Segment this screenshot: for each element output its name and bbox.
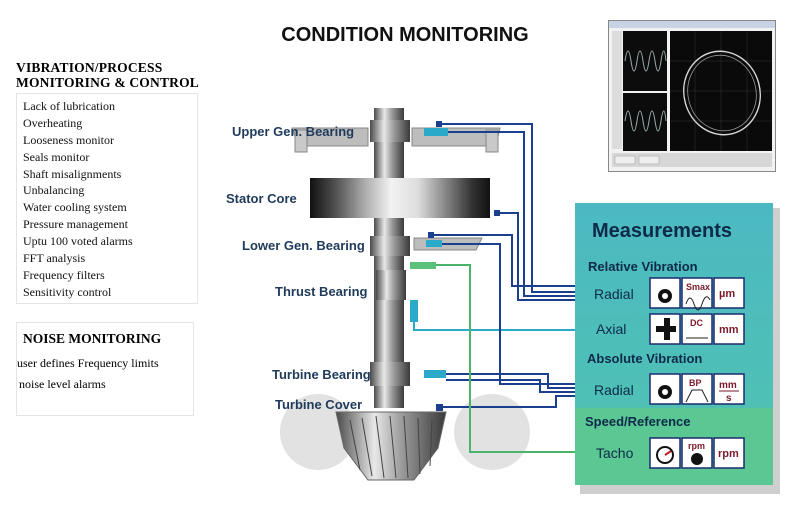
upper-bearing-housing (370, 120, 410, 142)
sensor-upper-2 (436, 121, 442, 127)
unit-mm-s-bottom: s (726, 393, 732, 404)
list-item: Frequency filters (23, 267, 105, 282)
label-turbine-bearing: Turbine Bearing (272, 367, 371, 382)
list-item: Unbalancing (23, 183, 85, 198)
sensor-lower-2 (428, 232, 434, 238)
list-item: Shaft misalignments (23, 166, 122, 181)
wire-upper-2 (448, 131, 588, 297)
label-upper-gen-bearing: Upper Gen. Bearing (232, 124, 354, 139)
dc-icon: DC (690, 318, 703, 328)
stator-core (310, 178, 490, 218)
list-item: noise level alarms (19, 377, 106, 391)
tacho-icons: rpm rpm (649, 437, 745, 469)
radial-relative-icons: Smax µm (649, 277, 745, 311)
wire-turbine-2 (446, 379, 588, 393)
measurements-title: Measurements (592, 220, 732, 242)
screen-graphic (609, 21, 775, 167)
list-item: Sensitivity control (23, 284, 112, 299)
unit-mm: mm (719, 324, 739, 336)
axial-icons: DC mm (649, 313, 745, 345)
radial-absolute-icons: BP mm s (649, 373, 745, 405)
wire-axial (413, 322, 588, 331)
wire-stator (500, 212, 588, 301)
bp-icon: BP (689, 378, 702, 388)
vibration-list: Lack of lubrication Overheating Loosenes… (17, 94, 197, 301)
vibration-heading: VIBRATION/PROCESS MONITORING & CONTROL (16, 60, 199, 90)
shaft (374, 108, 404, 408)
vibration-heading-line1: VIBRATION/PROCESS (16, 60, 163, 75)
wire-tacho (436, 264, 588, 453)
list-item: FFT analysis (23, 251, 86, 266)
tacho-sensor-icon (656, 446, 674, 464)
rpm-icon: rpm (688, 441, 705, 451)
unit-mm-s-top: mm (719, 380, 737, 391)
label-turbine-cover: Turbine Cover (275, 397, 362, 412)
thrust-bearing (376, 270, 406, 300)
list-item: Seals monitor (23, 149, 90, 164)
axial-probe-icon (656, 318, 676, 340)
wire-cover (443, 395, 588, 408)
list-item: Uptu 100 voted alarms (23, 234, 133, 249)
radial-abs-label: Radial (594, 382, 634, 398)
list-item: user defines Frequency limits (17, 356, 159, 370)
list-item: Lack of lubrication (23, 99, 115, 113)
label-stator-core: Stator Core (226, 191, 297, 206)
vibration-list-box: Lack of lubrication Overheating Loosenes… (16, 93, 198, 304)
radial-label: Radial (594, 286, 634, 302)
relative-vibration-label: Relative Vibration (588, 259, 698, 274)
sensor-stator (494, 210, 500, 216)
sensor-tacho (410, 262, 436, 269)
vibration-heading-line2: MONITORING & CONTROL (16, 75, 200, 90)
smax-icon: Smax (686, 282, 710, 292)
sensor-lower (426, 240, 442, 247)
label-thrust-bearing: Thrust Bearing (275, 284, 368, 299)
axial-label: Axial (596, 321, 626, 337)
turbine-bearing-housing (370, 362, 410, 386)
unit-um: µm (719, 288, 735, 300)
list-item: Pressure management (23, 217, 128, 232)
tacho-label: Tacho (596, 445, 634, 461)
absolute-vibration-label: Absolute Vibration (587, 351, 702, 366)
sensor-axial (410, 300, 418, 322)
lower-bearing-housing (370, 236, 410, 256)
label-lower-gen-bearing: Lower Gen. Bearing (242, 238, 365, 253)
wire-lower-1 (434, 234, 588, 287)
sensor-upper (424, 128, 448, 136)
page-title: CONDITION MONITORING (281, 24, 529, 46)
noise-list: user defines Frequency limits noise leve… (17, 353, 159, 395)
speed-reference-label: Speed/Reference (585, 414, 691, 429)
turbine-disc-right (454, 394, 530, 470)
list-item: Looseness monitor (23, 132, 114, 147)
sensor-cover (436, 404, 443, 411)
list-item: Water cooling system (23, 200, 127, 215)
list-item: Overheating (23, 115, 83, 130)
noise-heading: NOISE MONITORING (23, 331, 162, 346)
unit-rpm: rpm (718, 448, 739, 460)
wire-lower-2 (442, 243, 588, 385)
sensor-turbine (424, 370, 446, 378)
wire-turbine-1 (446, 373, 588, 389)
monitoring-screen-thumbnail (608, 20, 776, 172)
noise-box: NOISE MONITORING user defines Frequency … (16, 322, 194, 416)
wire-upper-1 (442, 123, 588, 293)
